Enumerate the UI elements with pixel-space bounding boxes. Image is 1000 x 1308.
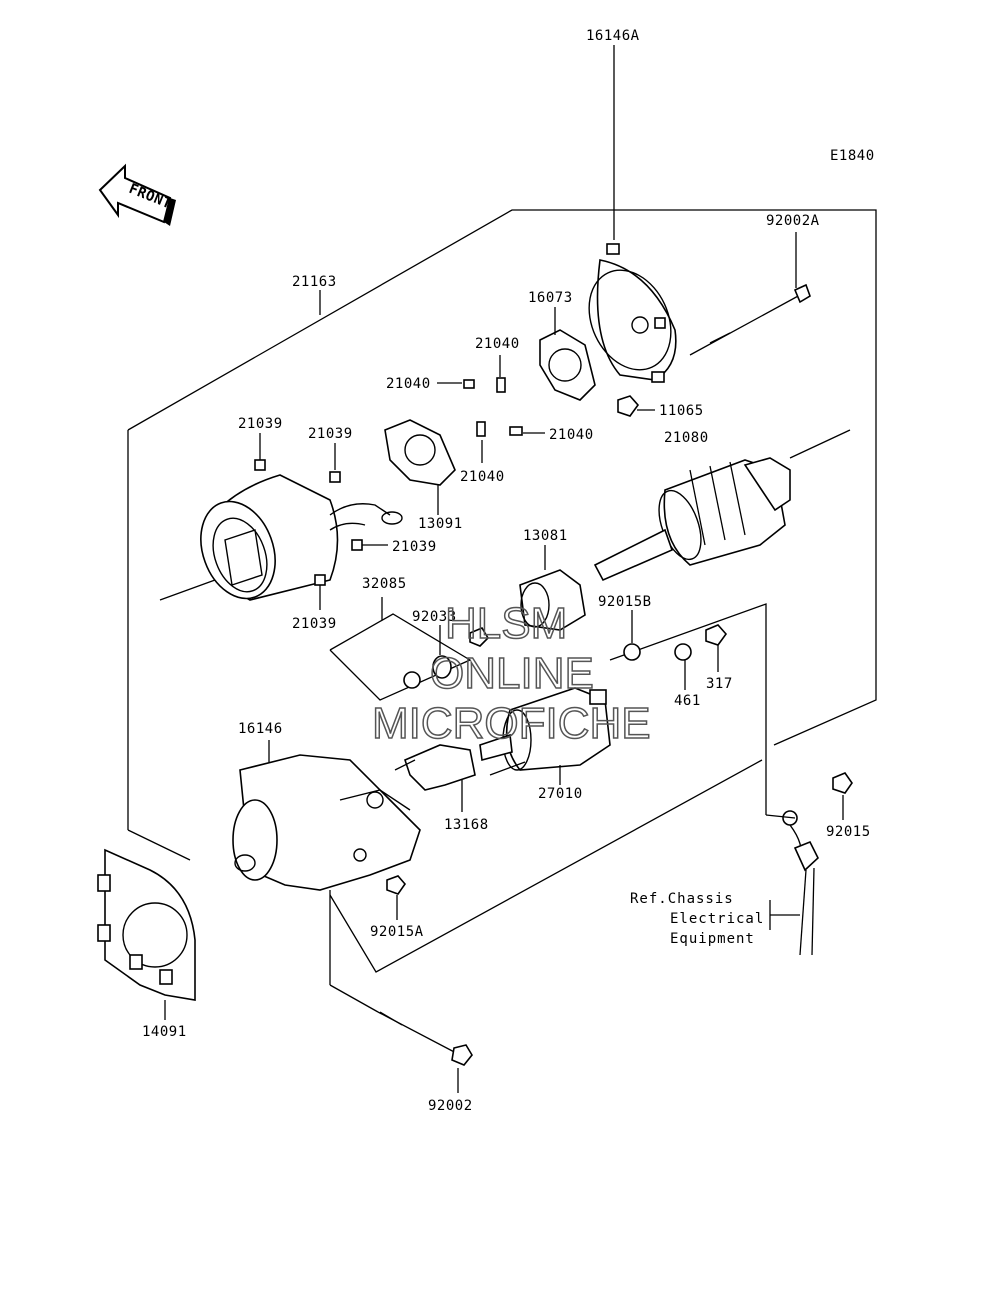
part-label-317: 317 — [706, 676, 733, 692]
part-label-21040-a: 21040 — [475, 336, 520, 352]
leader-lines — [164, 45, 844, 1093]
spring-parts — [463, 377, 523, 437]
diagram-code: E1840 — [830, 148, 875, 164]
part-label-13168: 13168 — [444, 817, 489, 833]
part-label-16073: 16073 — [528, 290, 573, 306]
sub-group-outline — [329, 613, 472, 701]
brush-holder-part — [384, 419, 456, 486]
plate-part — [539, 329, 596, 401]
part-label-21040-c: 21040 — [549, 427, 594, 443]
yoke-part — [159, 459, 403, 601]
nut-92015A-part — [386, 875, 407, 895]
nut-317-part — [705, 624, 728, 646]
part-label-92002: 92002 — [428, 1098, 473, 1114]
part-label-21163: 21163 — [292, 274, 337, 290]
washer-92015B-part — [623, 643, 641, 661]
part-label-92015B: 92015B — [598, 594, 652, 610]
part-label-21040-b: 21040 — [386, 376, 431, 392]
clutch-part — [519, 569, 586, 631]
part-label-92015A: 92015A — [370, 924, 424, 940]
front-arrow-icon: FRONT — [98, 163, 176, 226]
reference-note: Ref.Chassis Electrical Equipment — [630, 891, 764, 947]
lever-part — [394, 744, 476, 791]
part-label-13091: 13091 — [418, 516, 463, 532]
part-label-92002A: 92002A — [766, 213, 820, 229]
harness-part — [765, 772, 853, 956]
harness-outline — [609, 603, 767, 815]
part-label-21039-d: 21039 — [292, 616, 337, 632]
watermark-line-2: ONLINE — [430, 649, 594, 698]
washer-461-part — [674, 643, 692, 661]
watermark-line-3: MICROFICHE — [372, 699, 651, 748]
part-label-21040-d: 21040 — [460, 469, 505, 485]
washer-32085-part — [403, 671, 421, 689]
end-frame-part — [588, 243, 677, 383]
part-label-32085: 32085 — [362, 576, 407, 592]
part-label-21039-a: 21039 — [238, 416, 283, 432]
part-label-16146: 16146 — [238, 721, 283, 737]
assembly-outline — [127, 209, 877, 973]
part-labels: 21163 16146A 92002A 16073 21040 21040 21… — [142, 28, 871, 1114]
solenoid-part — [479, 687, 611, 776]
watermark-line-1: HLSM — [445, 599, 567, 648]
cover-part — [97, 848, 196, 1001]
part-label-461: 461 — [674, 693, 701, 709]
part-label-13081: 13081 — [523, 528, 568, 544]
part-label-92033: 92033 — [412, 609, 457, 625]
part-label-21080: 21080 — [664, 430, 709, 446]
part-label-11065: 11065 — [659, 403, 704, 419]
reference-note-line-2: Electrical — [670, 911, 764, 927]
reference-note-line-1: Ref.Chassis — [630, 891, 734, 907]
part-label-92015: 92015 — [826, 824, 871, 840]
reference-note-line-3: Equipment — [670, 931, 755, 947]
part-label-27010: 27010 — [538, 786, 583, 802]
part-label-14091: 14091 — [142, 1024, 187, 1040]
watermark: HLSM ONLINE MICROFICHE — [371, 598, 651, 749]
housing-part — [232, 754, 421, 891]
part-label-16146A: 16146A — [586, 28, 640, 44]
through-bolt-a-part — [689, 283, 811, 356]
part-label-21039-c: 21039 — [392, 539, 437, 555]
spring-92033-part — [432, 655, 452, 679]
part-label-21039-b: 21039 — [308, 426, 353, 442]
armature-part — [593, 429, 851, 582]
through-bolt-part — [329, 890, 473, 1066]
nut-92033-part — [469, 626, 490, 647]
nut-11065-part — [617, 395, 640, 417]
